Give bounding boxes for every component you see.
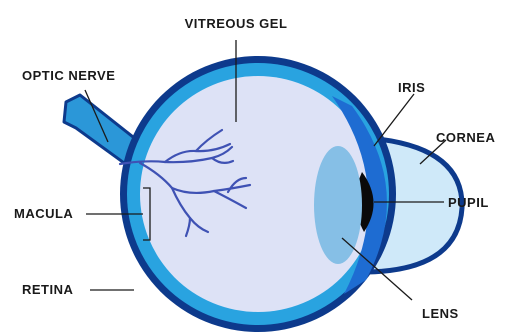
macula-label: MACULA [14,206,73,221]
lens-shape [314,146,362,264]
cornea-label: CORNEA [436,130,495,145]
optic-nerve-label: OPTIC NERVE [22,68,115,83]
retina-label: RETINA [22,282,74,297]
iris-leader [374,94,414,146]
lens-label: LENS [422,306,459,321]
vitreous-gel-label: VITREOUS GEL [185,16,288,31]
iris-label: IRIS [398,80,425,95]
pupil-label: PUPIL [448,195,489,210]
